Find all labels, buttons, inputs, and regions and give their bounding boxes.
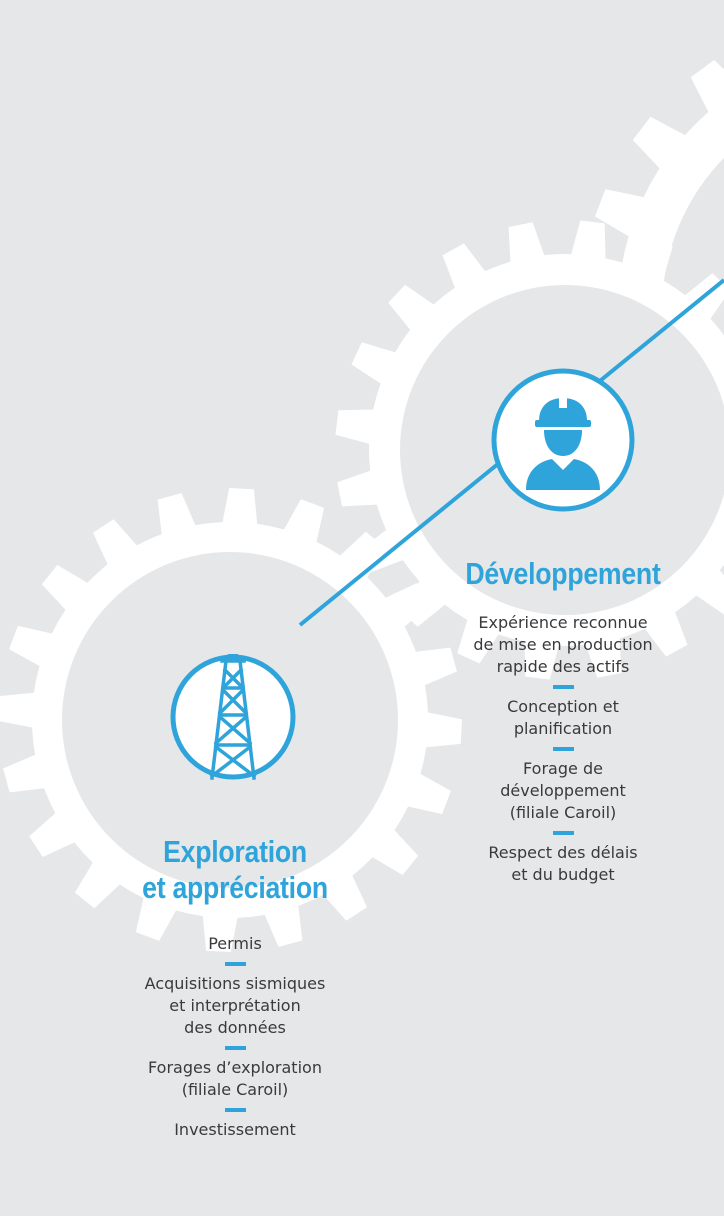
exploration-items: Permis Acquisitions sismiques et interpr… xyxy=(100,933,370,1141)
developpement-title: Développement xyxy=(438,556,687,592)
divider xyxy=(552,685,574,689)
exploration-icon-badge xyxy=(170,654,296,780)
construction-worker-icon xyxy=(526,396,600,490)
divider xyxy=(224,962,246,966)
developpement-icon-badge xyxy=(491,368,635,512)
divider xyxy=(224,1108,246,1112)
exploration-title-line-2: et appréciation xyxy=(142,870,328,905)
exploration-title: Exploration et appréciation xyxy=(110,834,359,906)
developpement-item-experience: Expérience reconnue de mise en productio… xyxy=(473,613,653,676)
developpement-items: Expérience reconnue de mise en productio… xyxy=(428,612,698,886)
developpement-title-line-1: Développement xyxy=(465,556,661,591)
developpement-item-conception: Conception et planification xyxy=(507,697,619,738)
divider xyxy=(224,1046,246,1050)
exploration-item-sismique: Acquisitions sismiques et interprétation… xyxy=(144,974,326,1037)
exploration-item-forages: Forages d’exploration (filiale Caroil) xyxy=(148,1058,322,1099)
developpement-item-forage: Forage de développement (filiale Caroil) xyxy=(500,759,626,822)
divider xyxy=(552,747,574,751)
oil-derrick-icon xyxy=(209,654,257,780)
developpement-item-delais: Respect des délais et du budget xyxy=(488,843,638,884)
exploration-item-permis: Permis xyxy=(208,934,262,953)
exploration-item-investissement: Investissement xyxy=(174,1120,296,1139)
exploration-title-line-1: Exploration xyxy=(163,834,307,869)
divider xyxy=(552,831,574,835)
